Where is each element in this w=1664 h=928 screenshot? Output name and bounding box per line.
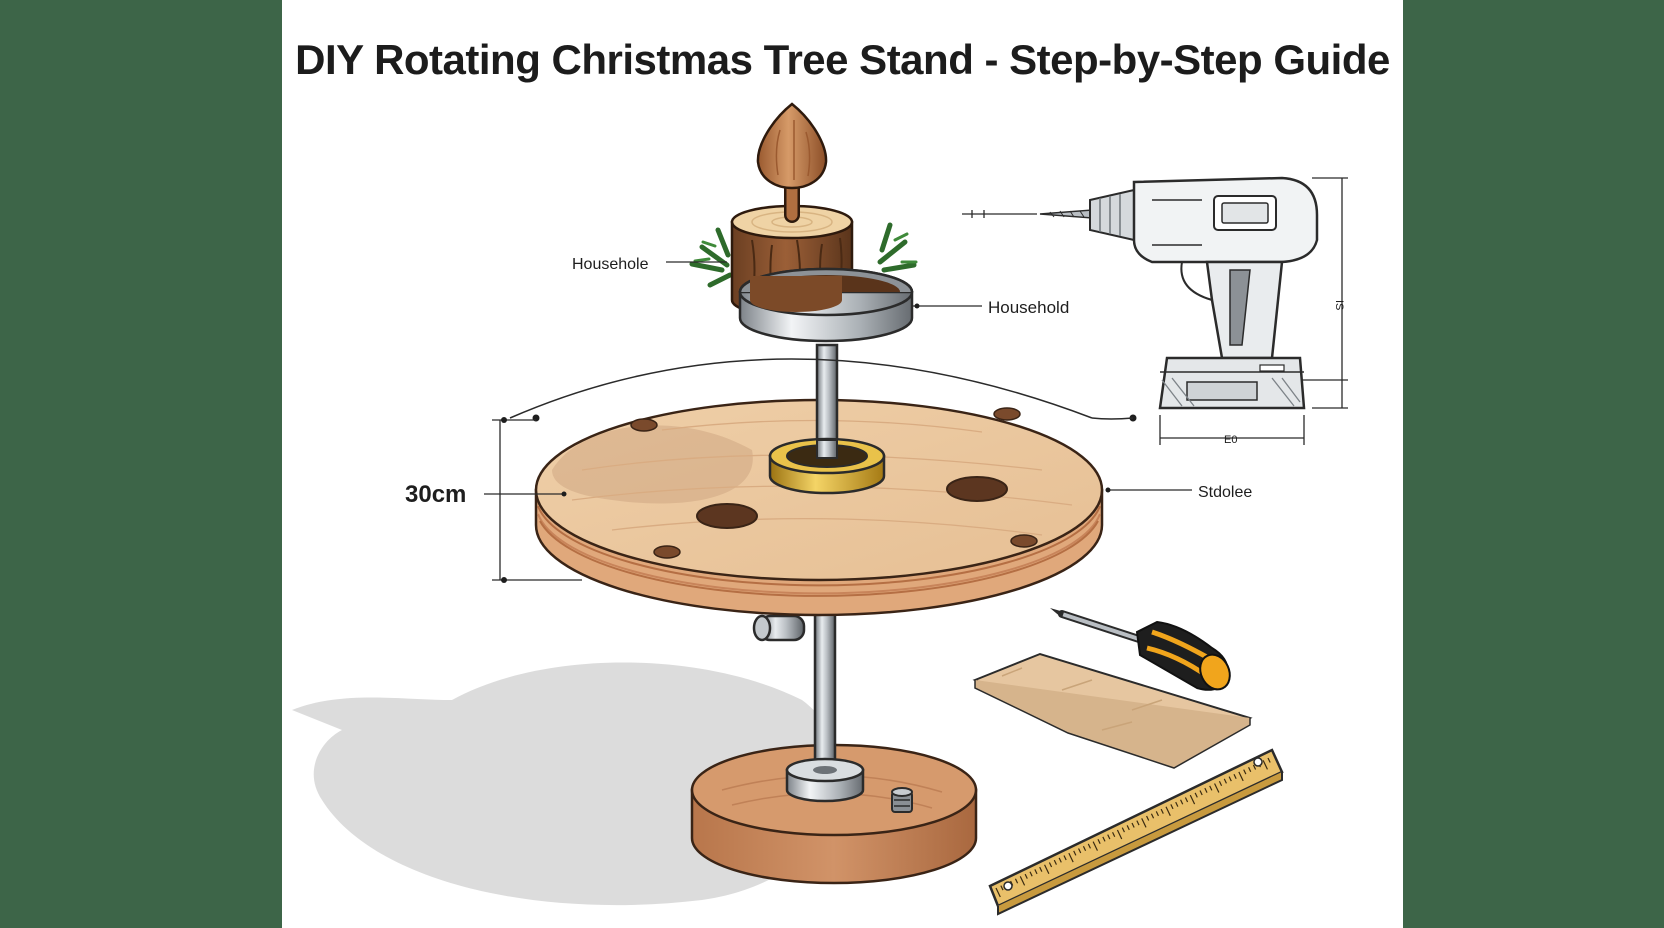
ruler-tick [1180,799,1184,805]
ruler-tick [1184,797,1189,803]
ruler-tick [1228,776,1232,782]
page-title: DIY Rotating Christmas Tree Stand - Step… [295,36,1390,83]
ruler-tick [1238,771,1244,782]
ruler-tick [1068,852,1074,863]
mount-hole [1010,534,1038,548]
ruler-tick [1029,871,1033,877]
ruler-tick [1214,783,1220,793]
ruler-tick [1000,885,1004,891]
ruler-tick [1082,845,1087,851]
ruler-tick [1087,843,1091,849]
mount-hole [653,545,681,559]
drill-height-label: IS [1333,300,1345,310]
ruler-tick [1141,818,1147,828]
ruler-tick [1262,760,1268,770]
label-right-side: Stdolee [1198,484,1252,501]
ruler-tick [1204,787,1208,793]
ruler-tick [1058,857,1062,863]
bolt-icon [891,787,913,813]
ruler-tick [1189,794,1196,805]
drill-icon [962,176,1348,445]
ruler-tick [1126,825,1130,831]
ruler-tick [1019,876,1026,886]
ruler-tick [1044,864,1050,875]
screwdriver-icon [1050,608,1231,691]
ruler-tick [1150,813,1155,819]
tree-stump-icon [689,102,918,343]
ruler-tick [1165,806,1171,817]
ruler-tick [1053,859,1057,865]
ruler-tick [1248,767,1252,773]
ruler-tick [1014,878,1019,884]
ruler-tick [1097,838,1101,845]
ruler-tick [1063,855,1067,861]
ruler-tick [1252,764,1257,770]
brass-bushing [768,437,886,495]
diameter-arc [509,358,1137,422]
large-hole [696,503,758,529]
ruler-tick [995,887,1001,898]
ruler-tick [1034,869,1038,875]
ruler-tick [1039,866,1043,872]
ruler-tick [1160,808,1164,814]
ruler-tick [1267,757,1271,763]
ruler-tick [1112,832,1116,838]
ruler-tick [1199,790,1203,796]
label-top-left: Househole [572,256,649,273]
ruler-tick [1078,848,1082,854]
ruler-tick [1233,773,1237,780]
ruler-tick [1073,850,1077,856]
ruler-tick [1155,811,1159,817]
ruler-tick [1243,769,1247,775]
stand-diagram: 30cm Househole Household Stdolee [292,102,1348,916]
ruler-tick [1102,836,1106,842]
ruler-tick [1121,827,1125,833]
ruler-tick [1136,820,1140,826]
guide-panel: DIY Rotating Christmas Tree Stand - Step… [282,0,1403,928]
mount-hole [630,418,658,432]
ruler-tick [1107,834,1111,840]
ruler-tick [1209,785,1213,791]
tension-knob [752,614,806,642]
height-dimension [484,417,582,583]
ruler-tick [1218,780,1223,786]
ruler-tick [1223,778,1227,784]
ruler-icon [988,748,1284,916]
ruler-tick [1024,873,1028,879]
mount-hole [993,407,1021,421]
ruler-tick [1092,841,1098,851]
dimension-label: 30cm [405,481,466,508]
label-top-right: Household [988,298,1069,317]
ruler-tick [1194,792,1198,798]
ruler-tick [1146,815,1150,821]
ruler-tick [1116,829,1123,840]
ruler-tick [1175,801,1179,807]
sandpaper-icon [972,652,1253,769]
large-hole [946,476,1008,502]
ruler-tick [1131,822,1135,828]
ruler-tick [1048,862,1053,868]
lower-rod [785,610,865,803]
ruler-tick [1170,804,1174,810]
drill-width-label: E0 [1224,434,1237,446]
